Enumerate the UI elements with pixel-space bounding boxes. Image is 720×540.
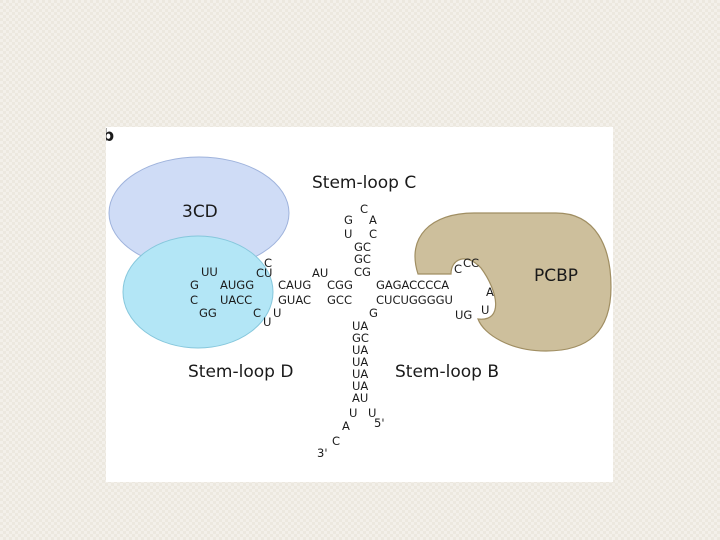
nt-tail-u-right: U bbox=[368, 406, 376, 420]
nt-b-u: U bbox=[481, 303, 489, 317]
ellipse-stem-loop-d bbox=[122, 235, 274, 349]
label-stem-loop-c: Stem-loop C bbox=[312, 173, 416, 193]
nt-stem-a-row-1: UA bbox=[352, 319, 368, 333]
nt-three-prime: 3' bbox=[317, 446, 327, 460]
nt-stem-a-row-7: AU bbox=[352, 391, 368, 405]
nt-d-top-strand: AUGG bbox=[220, 278, 254, 292]
nt-d-mid-top: CAUG bbox=[278, 278, 311, 292]
nt-d-lower-u1: U bbox=[273, 306, 281, 320]
label-stem-loop-d: Stem-loop D bbox=[188, 362, 293, 382]
pcbp-shape bbox=[414, 212, 612, 352]
nt-d-mid-bottom: GUAC bbox=[278, 293, 311, 307]
nt-stem-c-row3: GC bbox=[354, 252, 371, 266]
rna-diagram: b Stem-loop C 3CD Stem-loop D Stem-loop … bbox=[106, 127, 612, 460]
nt-top-loop-2: G bbox=[344, 213, 353, 227]
nt-c-cg: CGG bbox=[327, 278, 353, 292]
nt-d-bottom-strand: UACC bbox=[220, 293, 252, 307]
nt-top-loop-1: C bbox=[360, 202, 368, 216]
nt-d-upper-loop: UU bbox=[201, 265, 218, 279]
nt-tail-u-left: U bbox=[349, 406, 357, 420]
nt-d-lower-c: C bbox=[253, 306, 261, 320]
nt-five-prime: 5' bbox=[374, 416, 384, 430]
nt-top-loop-3: A bbox=[369, 213, 377, 227]
label-stem-loop-b: Stem-loop B bbox=[395, 362, 499, 382]
nt-d-upper-bulge2: CU bbox=[256, 266, 272, 280]
nt-stem-c-row1-right: C bbox=[369, 227, 377, 241]
nt-stem-a-row-5: UA bbox=[352, 367, 368, 381]
nt-b-cc: CC bbox=[463, 256, 479, 270]
nt-stem-a-row-3: UA bbox=[352, 343, 368, 357]
nt-d-gg: GG bbox=[199, 306, 217, 320]
nt-d-left-g: G bbox=[190, 278, 199, 292]
nt-d-lower-u2: U bbox=[263, 315, 271, 329]
nt-stem-c-row1-left: U bbox=[344, 227, 352, 241]
nt-d-left-c: C bbox=[190, 293, 198, 307]
nt-b-a: A bbox=[486, 285, 494, 299]
nt-b-ug: UG bbox=[455, 308, 472, 322]
panel-mark: b bbox=[106, 127, 114, 146]
nt-c-gcc: GCC bbox=[327, 293, 352, 307]
nt-stem-c-row2: GC bbox=[354, 240, 371, 254]
nt-tail-c: C bbox=[332, 434, 340, 448]
nt-b-bottom-strand: CUCUGGGGU bbox=[376, 293, 453, 307]
nt-d-upper-bulge: C bbox=[264, 256, 272, 270]
nt-c-cg-top: CG bbox=[354, 265, 371, 279]
nt-d-upper-au: AU bbox=[312, 266, 328, 280]
nt-tail-a: A bbox=[342, 419, 350, 433]
label-pcbp: PCBP bbox=[534, 266, 578, 286]
nt-b-c2: C bbox=[454, 262, 462, 276]
nt-stem-a-row-2: GC bbox=[352, 331, 369, 345]
nt-stem-a-row-4: UA bbox=[352, 355, 368, 369]
label-3cd: 3CD bbox=[182, 202, 218, 222]
nt-stem-a-row-6: UA bbox=[352, 379, 368, 393]
nt-b-top-strand: GAGACCCCA bbox=[376, 278, 449, 292]
nt-b-g: G bbox=[369, 306, 378, 320]
rna-diagram-panel: b Stem-loop C 3CD Stem-loop D Stem-loop … bbox=[106, 127, 613, 482]
